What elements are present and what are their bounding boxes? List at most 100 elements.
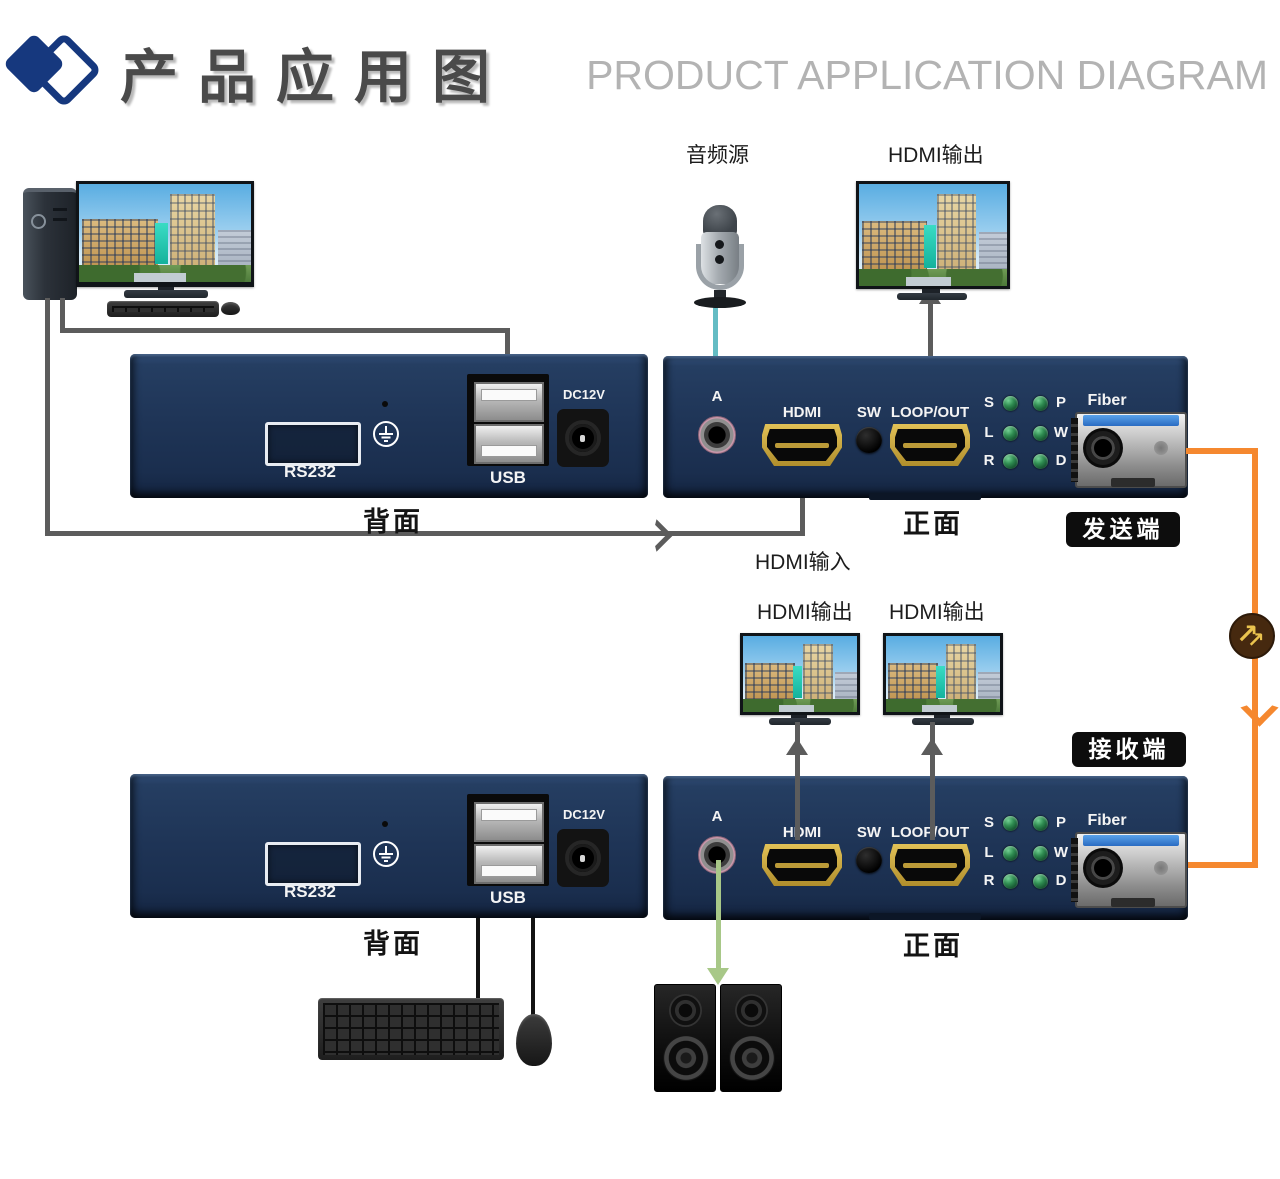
led-label-w: W [1053, 424, 1069, 441]
scene-building-right [937, 194, 976, 272]
led-label-s: S [983, 394, 994, 411]
scene-building-far [218, 230, 251, 268]
ground-icon [373, 841, 399, 867]
microphone-stem [714, 290, 726, 299]
monitor-stand-neck [791, 715, 807, 719]
scene-building-right [946, 643, 977, 702]
led-w [1033, 846, 1048, 861]
scene-road [134, 273, 186, 282]
loop-out-cable [930, 722, 935, 840]
loop-out-arrowhead [921, 738, 943, 755]
led-label-l: L [984, 424, 994, 441]
rs232-port [265, 842, 361, 886]
speaker-cable [716, 860, 721, 975]
speaker-left [654, 984, 716, 1092]
rs232-label: RS232 [284, 882, 336, 901]
usb-port-bottom [474, 844, 544, 884]
loop-out-port [890, 424, 970, 466]
rx-back-caption: 背面 [363, 929, 423, 959]
loop-out-label: LOOP/OUT [890, 404, 970, 421]
receiver-badge: 接收端 [1072, 732, 1186, 767]
scene-banner [793, 666, 803, 699]
dc-power-jack [557, 409, 609, 467]
scene-building-left [82, 219, 159, 267]
dc-power-jack [557, 829, 609, 887]
rx-output-monitor-2 [883, 633, 1003, 715]
usb-cable [60, 298, 65, 332]
microphone-grill [703, 205, 737, 235]
sfp-foot [1111, 898, 1155, 907]
led-label-p: P [1055, 814, 1066, 831]
usb-tongue [481, 809, 537, 821]
monitor-stand-neck [922, 289, 940, 294]
transmitter-badge: 发送端 [1066, 512, 1180, 547]
rx-mouse [516, 1014, 552, 1066]
usb-port-top [474, 382, 544, 422]
source-mouse [221, 302, 240, 315]
pc-tower [23, 188, 77, 300]
speaker-arrowhead [707, 968, 729, 985]
rx-back-panel: RS232 USB DC12V [130, 774, 648, 918]
fiber-cable [1153, 862, 1258, 868]
fiber-link-icon: ↗ ↗ [1229, 613, 1275, 659]
usb-label: USB [490, 468, 526, 487]
sfp-screw [1154, 861, 1168, 875]
tx-front-caption: 正面 [903, 509, 963, 539]
scene-road [922, 705, 957, 712]
scene-building-left [888, 663, 939, 700]
monitor-scene [859, 184, 1007, 286]
monitor-stand-base [897, 293, 967, 300]
sw-label: SW [856, 404, 882, 421]
usb-cable [60, 328, 510, 333]
hdmi-output-label: HDMI输出 [757, 601, 853, 624]
led-label-r: R [983, 452, 995, 469]
scene-building-left [745, 663, 796, 700]
led-label-d: D [1055, 872, 1067, 889]
hdmi-in-port [762, 424, 842, 466]
sfp-cage [1071, 838, 1078, 902]
rx-output-monitor-1 [740, 633, 860, 715]
usb-tongue [481, 865, 537, 877]
sw-button [856, 427, 882, 453]
monitor-scene [886, 636, 1000, 712]
led-s [1003, 816, 1018, 831]
keyboard-cable [476, 918, 480, 1006]
hdmi-output-label: HDMI输出 [889, 601, 985, 624]
keyboard-keys [112, 306, 214, 312]
reset-pinhole [382, 401, 388, 407]
audio-in-cable [713, 305, 718, 377]
fiber-label: Fiber [1087, 812, 1127, 829]
fiber-arrow-glyph: ↗ [1247, 629, 1265, 652]
hdmi-out-port [762, 844, 842, 886]
led-label-w: W [1053, 844, 1069, 861]
reset-pinhole [382, 821, 388, 827]
led-w [1033, 426, 1048, 441]
microphone-yoke [696, 244, 744, 290]
audio-jack [698, 416, 736, 454]
led-label-s: S [983, 814, 994, 831]
fiber-port-hole [1086, 431, 1120, 465]
monitor-stand-base [124, 290, 208, 298]
audio-port-label: A [711, 388, 723, 405]
sfp-latch [1083, 835, 1179, 846]
hdmi-port-label: HDMI [782, 824, 822, 841]
speaker-right [720, 984, 782, 1092]
scene-road [779, 705, 814, 712]
source-keyboard [107, 301, 219, 317]
panel-notch [869, 493, 981, 500]
fiber-sfp-module [1071, 832, 1187, 908]
led-r [1003, 454, 1018, 469]
led-label-r: R [983, 872, 995, 889]
hdmi-input-cable [45, 298, 50, 536]
usb-ports [467, 794, 549, 886]
source-monitor [76, 181, 254, 287]
scene-building-right [170, 193, 215, 269]
hdmi-input-cable [45, 531, 805, 536]
hdmi-port-label: HDMI [782, 404, 822, 421]
usb-ports [467, 374, 549, 466]
usb-label: USB [490, 888, 526, 907]
usb-port-bottom [474, 424, 544, 464]
rx-front-panel: A HDMI SW LOOP/OUT S L R P W D Fiber [663, 776, 1188, 920]
hdmi-input-cable [800, 470, 805, 533]
sw-label: SW [856, 824, 882, 841]
